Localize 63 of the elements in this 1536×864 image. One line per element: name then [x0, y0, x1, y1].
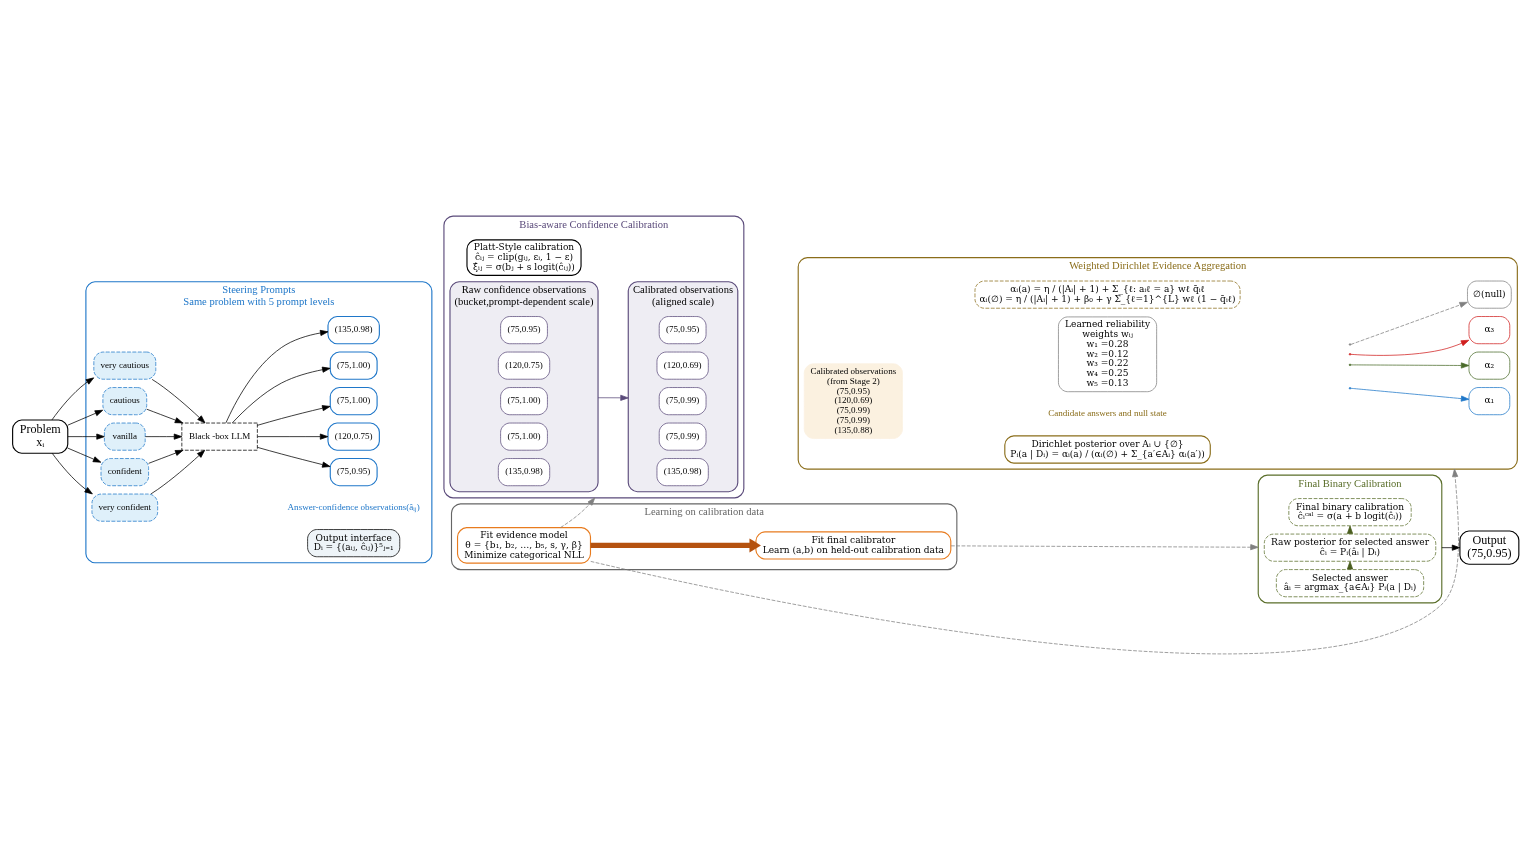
- node-box: confident: [100, 458, 149, 487]
- node-box: (120,0.69): [656, 351, 709, 380]
- label: Answer-confidence observations(âᵢⱼ): [287, 501, 420, 512]
- node-box: very confident: [91, 493, 159, 522]
- node-box: Final binary calibration ĉᵢᶜᵃˡ = σ(a + b logit(ĉᵢ)): [1288, 498, 1412, 527]
- node-box: cautious: [102, 387, 148, 416]
- arrow: [1350, 339, 1470, 356]
- arrow: [231, 366, 331, 424]
- arrow: [151, 379, 206, 424]
- node-box: (120,0.75): [327, 422, 380, 451]
- node-box: (135,0.98): [327, 315, 380, 345]
- node-box: (75,1.00): [329, 351, 378, 380]
- node-box: α₁: [1468, 387, 1511, 416]
- arrow: [590, 538, 761, 553]
- arrow: [144, 433, 183, 440]
- arrow: [67, 447, 102, 463]
- node-box: α₂: [1468, 351, 1511, 380]
- node-box: αᵢ(a) = η / (|Aᵢ| + 1) + Σ_{ℓ: aᵢℓ = a} wℓ q̄ᵢℓ αᵢ(∅) = η / (|Aᵢ| + 1) + β₀ + γ Σ_{ℓ=1}^{L} wℓ (1 − q̄ᵢℓ): [974, 280, 1241, 309]
- node-box: α₃: [1468, 316, 1511, 345]
- node-box: very cautious: [93, 351, 157, 380]
- arrow: [51, 452, 93, 495]
- node-box: ∅(null): [1467, 280, 1512, 309]
- arrow: [1350, 301, 1468, 345]
- node-box: Dirichlet posterior over Aᵢ ∪ {∅} Pᵢ(a | Dᵢ) = αᵢ(a) / (αᵢ(∅) + Σ_{a′∈Aᵢ} αᵢ(a′)): [1004, 435, 1211, 464]
- node-box: (135,0.98): [497, 458, 551, 487]
- arrow: [1441, 544, 1461, 551]
- node-box: Output interface Dᵢ = {(aᵢⱼ, ĉᵢⱼ)}⁵ⱼ₌₁: [307, 529, 401, 558]
- node-box: (75,1.00): [500, 422, 548, 451]
- node-box: Output (75,0.95): [1459, 530, 1520, 565]
- node-box: (75,0.95): [329, 457, 378, 487]
- node-box: Problem xᵢ: [12, 419, 69, 454]
- arrow: [51, 377, 95, 421]
- arrow: [1350, 387, 1470, 402]
- node-box: (75,0.99): [658, 387, 707, 416]
- node-box: (75,0.95): [658, 316, 707, 345]
- node-box: (135,0.98): [656, 458, 709, 487]
- label: Candidate answers and null state: [1048, 408, 1167, 419]
- arrow: [560, 497, 596, 528]
- arrow: [146, 408, 184, 424]
- node-box: Fit evidence model θ = {b₁, b₂, …, b₅, s, γ, β} Minimize categorical NLL: [456, 527, 592, 564]
- node-box: (75,0.95): [500, 316, 548, 345]
- arrow: [67, 433, 105, 440]
- arrow: [950, 544, 1259, 551]
- arrow: [597, 394, 629, 401]
- arrow: [257, 405, 331, 426]
- node-box: Learned reliability weights wᵢⱼ w₁ =0.28 w₂ =0.12 w₃ =0.22 w₄ =0.25 w₅ =0.13: [1058, 316, 1158, 393]
- arrow: [150, 449, 206, 495]
- node-box: (75,0.99): [658, 422, 707, 451]
- node-box: (75,1.00): [329, 386, 378, 416]
- node-box: Black -box LLM: [181, 422, 258, 451]
- node-box: (75,1.00): [500, 387, 548, 416]
- node-box: vanilla: [104, 422, 146, 451]
- node-box: Platt-Style calibration ĉᵢⱼ = clip(gᵢⱼ, εᵢ, 1 − ε) ξ̂ᵢⱼ = σ(bⱼ + s logit(ĉᵢⱼ)): [466, 239, 582, 276]
- node-box: Calibrated observations (from Stage 2) (75,0.95) (120,0.69) (75,0.99) (75,0.99) (135,0.88): [803, 363, 903, 439]
- node-box: (120,0.75): [497, 351, 551, 380]
- arrow: [67, 409, 104, 426]
- arrow: [1350, 362, 1470, 369]
- arrow: [257, 447, 331, 468]
- arrow: [225, 329, 329, 424]
- arrow: [148, 449, 184, 464]
- arrow: [257, 433, 329, 440]
- node-box: Fit final calibrator Learn (a,b) on held-out calibration data: [755, 531, 952, 560]
- arrow: [590, 468, 1459, 655]
